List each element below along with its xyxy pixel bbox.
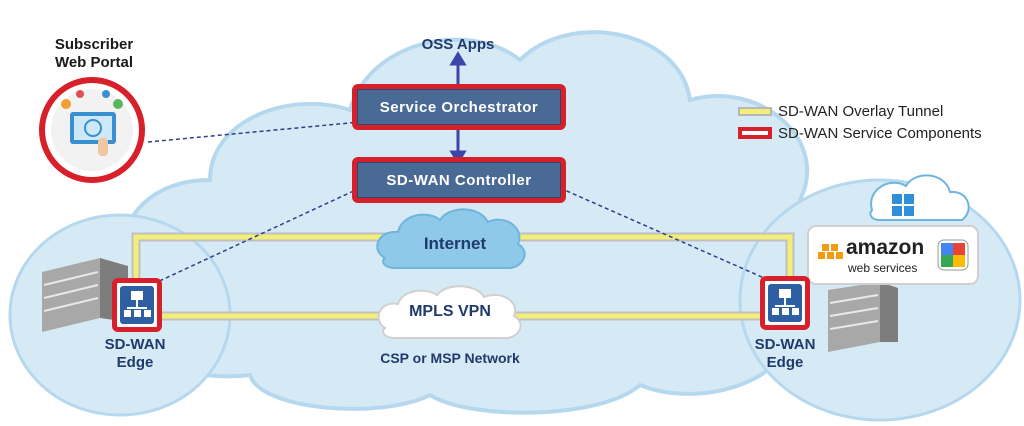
legend-tunnel-row: SD-WAN Overlay Tunnel	[738, 100, 982, 122]
control-links	[139, 121, 781, 291]
right-building-icon	[828, 282, 898, 352]
mpls-vpn-label: MPLS VPN	[409, 303, 491, 320]
aws-subtitle: web services	[848, 261, 918, 275]
mpls-cloud	[377, 285, 522, 340]
sdwan-edge-right-icon[interactable]	[760, 276, 810, 330]
tunnel-swatch	[738, 106, 772, 116]
edge-right-line2: Edge	[766, 354, 804, 371]
amazon-logo-text: amazon	[846, 236, 925, 259]
sdwan-edge-right-label: SD-WAN Edge	[740, 336, 830, 372]
router-icon	[120, 286, 154, 324]
legend-components-row: SD-WAN Service Components	[738, 122, 982, 144]
edge-left-line1: SD-WAN	[104, 336, 166, 353]
sdwan-controller-box[interactable]: SD-WAN Controller	[352, 157, 566, 203]
sdwan-edge-left-icon[interactable]	[112, 278, 162, 332]
oss-apps-label: OSS Apps	[421, 36, 495, 53]
sdwan-edge-left-label: SD-WAN Edge	[90, 336, 180, 372]
network-label: CSP or MSP Network	[380, 350, 520, 366]
service-orchestrator-box[interactable]: Service Orchestrator	[352, 84, 566, 130]
edge-left-line2: Edge	[116, 354, 154, 371]
internet-cloud	[376, 208, 526, 270]
router-icon	[768, 284, 802, 322]
legend: SD-WAN Overlay Tunnel SD-WAN Service Com…	[738, 100, 982, 144]
legend-tunnel-label: SD-WAN Overlay Tunnel	[778, 102, 944, 120]
legend-components-label: SD-WAN Service Components	[778, 124, 982, 142]
cloud-services-panel	[807, 174, 979, 285]
portal-label-line2: Web Portal	[54, 54, 134, 71]
internet-label: Internet	[423, 234, 487, 253]
portal-badge	[39, 77, 145, 183]
portal-label-line1: Subscriber	[54, 36, 134, 53]
portal-label: Subscriber Web Portal	[44, 36, 144, 72]
edge-right-line1: SD-WAN	[754, 336, 816, 353]
components-swatch	[738, 127, 772, 139]
